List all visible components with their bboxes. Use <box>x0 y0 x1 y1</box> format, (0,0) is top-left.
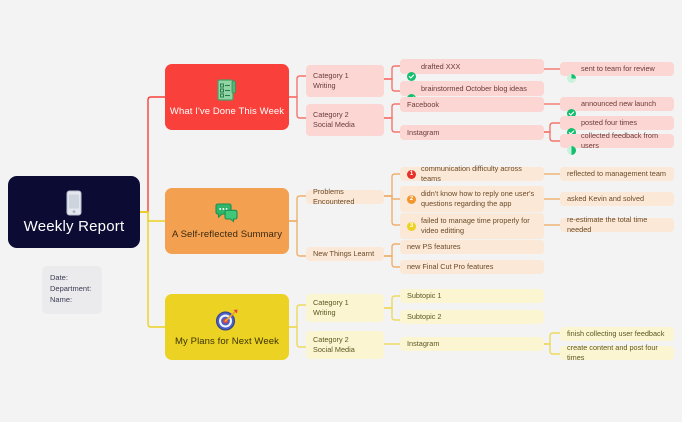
category-node[interactable]: New Things Learnt <box>306 247 384 261</box>
root-node[interactable]: Weekly Report <box>8 176 140 248</box>
branch-label: What I've Done This Week <box>169 105 285 117</box>
resolution-label: reflected to management team <box>567 169 666 179</box>
task-node[interactable]: brainstormed October blog ideas <box>400 81 544 103</box>
meta-name-label: Name: <box>50 294 73 304</box>
meta-card[interactable]: Date: Department: Name: <box>42 266 102 314</box>
problem-node[interactable]: 1 communication difficulty across teams <box>400 164 544 183</box>
subtask-node[interactable]: announced new launch <box>560 97 674 119</box>
subtask-label: collected feedback from users <box>581 131 659 150</box>
meta-date-label: Date: <box>50 273 68 282</box>
branch-a-self-reflected-summary[interactable]: A Self-reflected Summary <box>165 188 289 254</box>
branch-label: A Self-reflected Summary <box>171 228 283 240</box>
plan-label: Subtopic 1 <box>407 291 442 301</box>
category-node[interactable]: Problems Encountered <box>306 187 384 206</box>
check-icon <box>567 100 576 119</box>
resolution-node[interactable]: asked Kevin and solved <box>560 192 674 206</box>
pie-progress-icon <box>567 65 576 84</box>
learning-node[interactable]: new PS features <box>400 240 544 254</box>
meta-department-label: Department: <box>50 283 92 293</box>
category-label: Category 1 Writing <box>313 298 349 317</box>
branch-label: My Plans for Next Week <box>175 335 279 347</box>
number-badge-1: 1 <box>407 169 416 179</box>
task-node[interactable]: Facebook <box>400 97 544 112</box>
plan-node[interactable]: Subtopic 1 <box>400 289 544 303</box>
root-label: Weekly Report <box>23 217 125 235</box>
plan-subtask-label: create content and post four times <box>567 343 658 362</box>
mobile-phone-icon <box>64 190 84 216</box>
subtask-label: posted four times <box>581 118 637 128</box>
plan-subtask-node[interactable]: create content and post four times <box>560 343 674 362</box>
problem-label: failed to manage time properly for video… <box>421 216 530 235</box>
resolution-node[interactable]: re-estimate the total time needed <box>560 215 674 234</box>
task-label: Facebook <box>407 99 440 109</box>
plan-node[interactable]: Subtopic 2 <box>400 310 544 324</box>
branch-what-ive-done-this-week[interactable]: What I've Done This Week <box>165 64 289 130</box>
plan-subtask-label: finish collecting user feedback <box>567 329 665 339</box>
resolution-node[interactable]: reflected to management team <box>560 167 674 181</box>
clipboard-checklist-icon <box>216 78 238 102</box>
category-node[interactable]: Category 2 Social Media <box>306 331 384 359</box>
category-node[interactable]: Category 1 Writing <box>306 65 384 97</box>
category-node[interactable]: Category 2 Social Media <box>306 104 384 136</box>
learning-node[interactable]: new Final Cut Pro features <box>400 260 544 274</box>
category-label: Problems Encountered <box>313 187 355 206</box>
category-node[interactable]: Category 1 Writing <box>306 294 384 322</box>
problem-node[interactable]: 2 didn't know how to reply one user's qu… <box>400 186 544 212</box>
task-node[interactable]: drafted XXX <box>400 59 544 81</box>
category-label: Category 2 Social Media <box>313 110 355 129</box>
problem-label: didn't know how to reply one user's ques… <box>421 189 535 208</box>
category-label: New Things Learnt <box>313 249 375 259</box>
branch-my-plans-for-next-week[interactable]: My Plans for Next Week <box>165 294 289 360</box>
subtask-node[interactable]: collected feedback from users <box>560 131 674 156</box>
subtask-label: sent to team for review <box>581 64 655 74</box>
check-icon <box>567 119 576 138</box>
subtask-node[interactable]: sent to team for review <box>560 62 674 84</box>
check-icon <box>407 62 416 81</box>
plan-node[interactable]: Instagram <box>400 337 544 351</box>
problem-node[interactable]: 3 failed to manage time properly for vid… <box>400 213 544 239</box>
check-icon <box>407 84 416 103</box>
number-badge-2: 2 <box>407 194 416 204</box>
task-label: drafted XXX <box>421 61 461 71</box>
task-label: Instagram <box>407 127 440 137</box>
learning-label: new PS features <box>407 242 461 252</box>
task-label: brainstormed October blog ideas <box>421 83 527 93</box>
plan-subtask-node[interactable]: finish collecting user feedback <box>560 327 674 341</box>
subtask-node[interactable]: posted four times <box>560 116 674 138</box>
plan-label: Subtopic 2 <box>407 312 442 322</box>
resolution-label: re-estimate the total time needed <box>567 215 648 234</box>
subtask-label: announced new launch <box>581 99 657 109</box>
number-badge-3: 3 <box>407 221 416 231</box>
dartboard-target-icon <box>214 308 240 332</box>
pie-progress-icon <box>567 137 576 156</box>
speech-bubbles-icon <box>214 202 240 225</box>
plan-label: Instagram <box>407 339 440 349</box>
task-node[interactable]: Instagram <box>400 125 544 140</box>
category-label: Category 2 Social Media <box>313 335 355 354</box>
resolution-label: asked Kevin and solved <box>567 194 645 204</box>
category-label: Category 1 Writing <box>313 71 349 90</box>
problem-label: communication difficulty across teams <box>421 164 522 183</box>
learning-label: new Final Cut Pro features <box>407 262 494 272</box>
